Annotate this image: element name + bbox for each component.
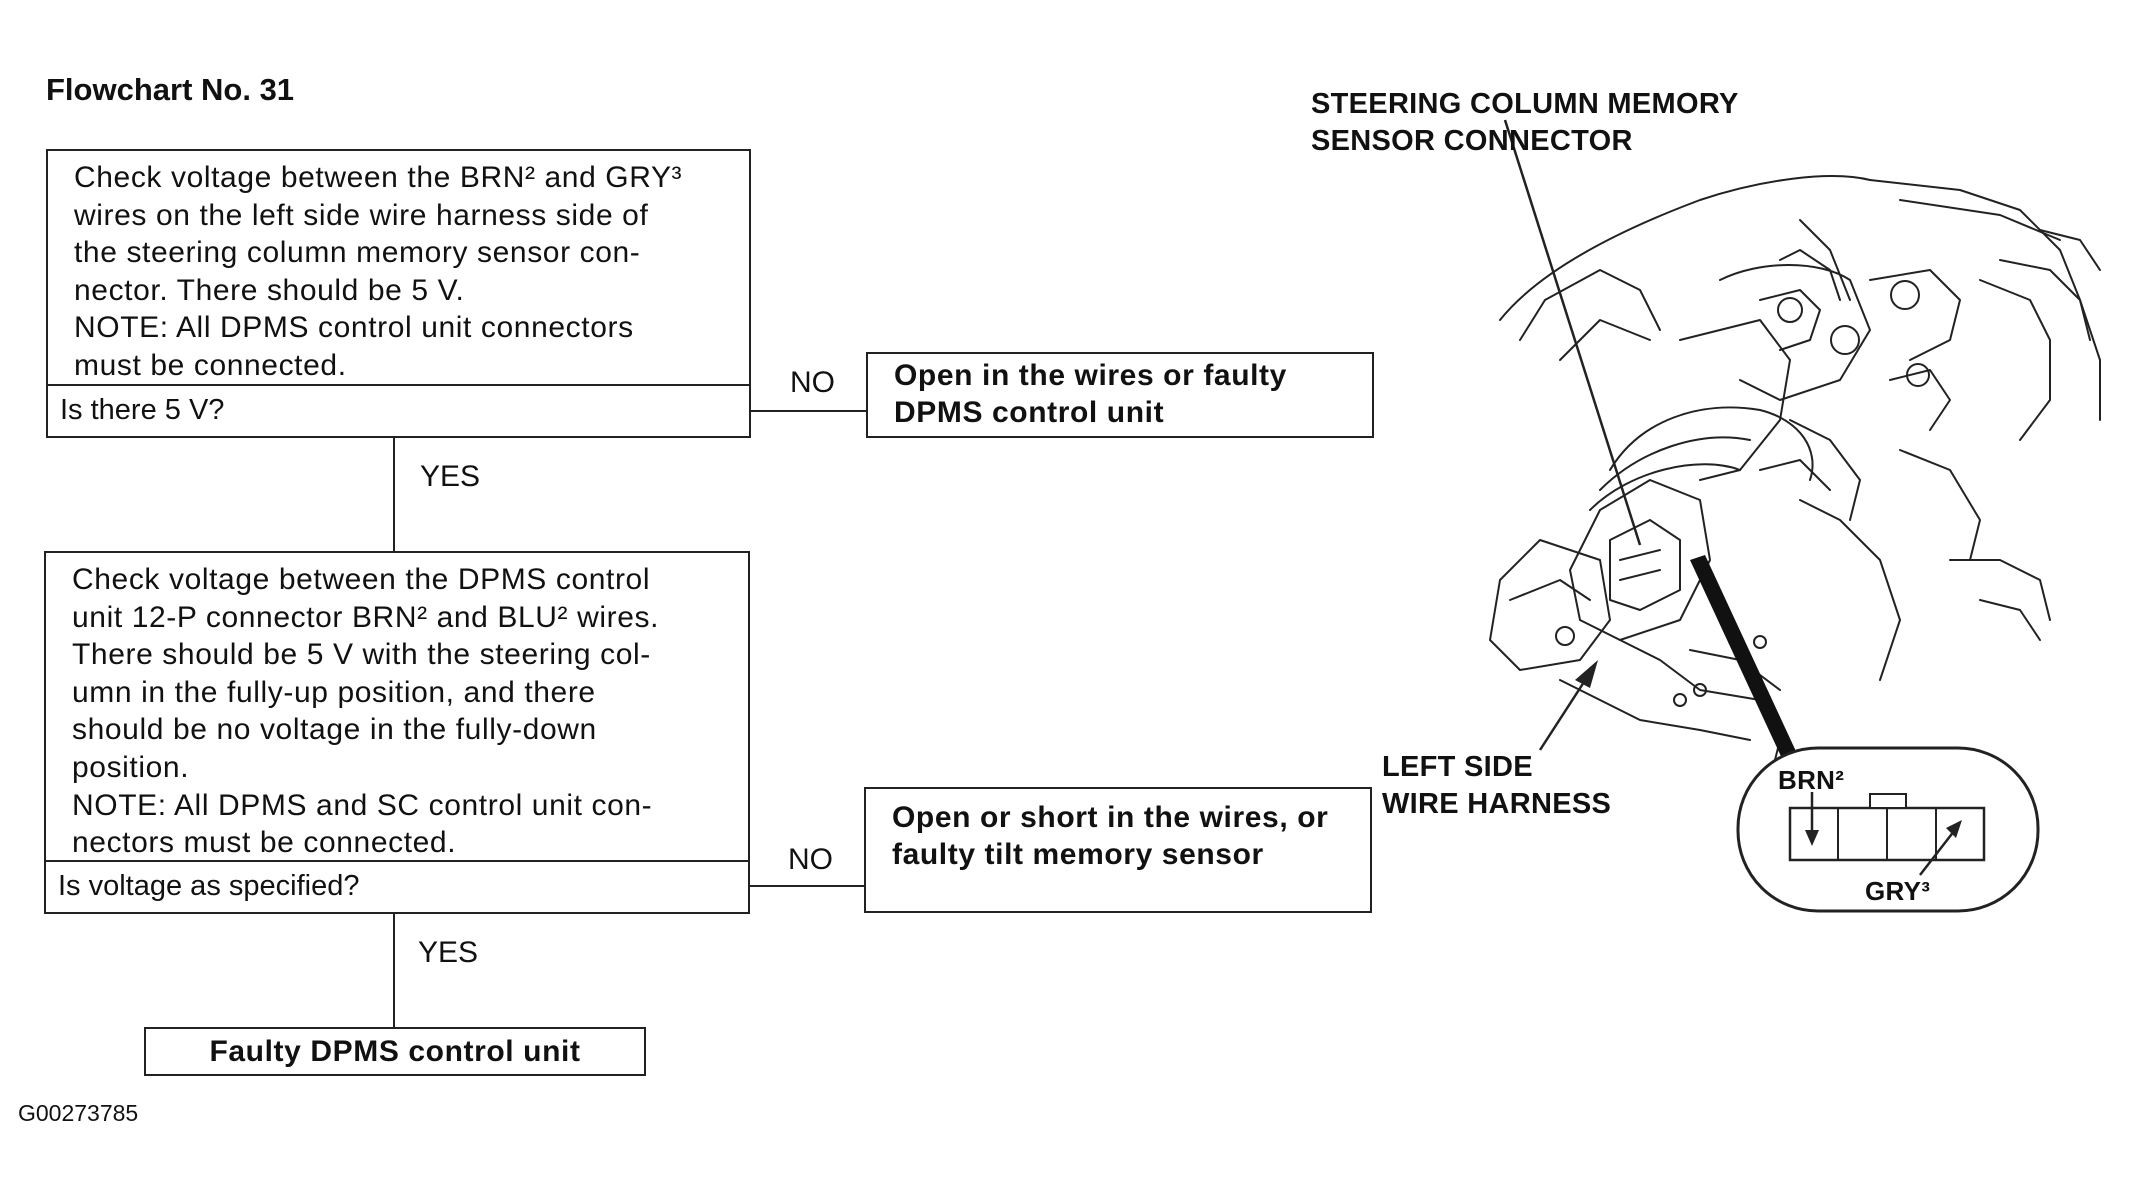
flowchart-title: Flowchart No. 31: [46, 72, 295, 107]
step1-no-label: NO: [790, 366, 835, 399]
step2-text: Check voltage between the DPMS control u…: [72, 563, 660, 860]
connector-latch: [1869, 793, 1907, 809]
step2-yes-label: YES: [418, 936, 479, 969]
step1-no-result: Open in the wires or faulty DPMS control…: [894, 359, 1287, 429]
final-result: Faulty DPMS control unit: [209, 1035, 581, 1068]
gry-pin-label: GRY³: [1865, 876, 1931, 906]
step2-box: Check voltage between the DPMS control u…: [44, 551, 750, 914]
connector-leader-line: [1503, 119, 1642, 546]
brn-pin-label: BRN²: [1778, 765, 1845, 795]
harness-label: LEFT SIDE WIRE HARNESS: [1382, 751, 1612, 820]
step1-no-result-box: Open in the wires or faulty DPMS control…: [866, 352, 1374, 438]
step2-question: Is voltage as specified?: [46, 860, 748, 912]
final-result-box: Faulty DPMS control unit: [144, 1027, 646, 1076]
connector-label: STEERING COLUMN MEMORY SENSOR CONNECTOR: [1311, 88, 1739, 157]
step1-question: Is there 5 V?: [48, 384, 749, 436]
step1-yes-label: YES: [420, 460, 481, 493]
zoom-wedge: [1690, 555, 1800, 765]
step2-no-result: Open or short in the wires, or faulty ti…: [892, 801, 1329, 871]
figure-id: G00273785: [18, 1100, 139, 1126]
step1-text: Check voltage between the BRN² and GRY³ …: [74, 161, 683, 382]
step2-no-result-box: Open or short in the wires, or faulty ti…: [864, 787, 1372, 913]
step1-box: Check voltage between the BRN² and GRY³ …: [46, 149, 751, 438]
step2-no-label: NO: [788, 843, 833, 876]
gry-pin-arrow: [1919, 825, 1959, 876]
